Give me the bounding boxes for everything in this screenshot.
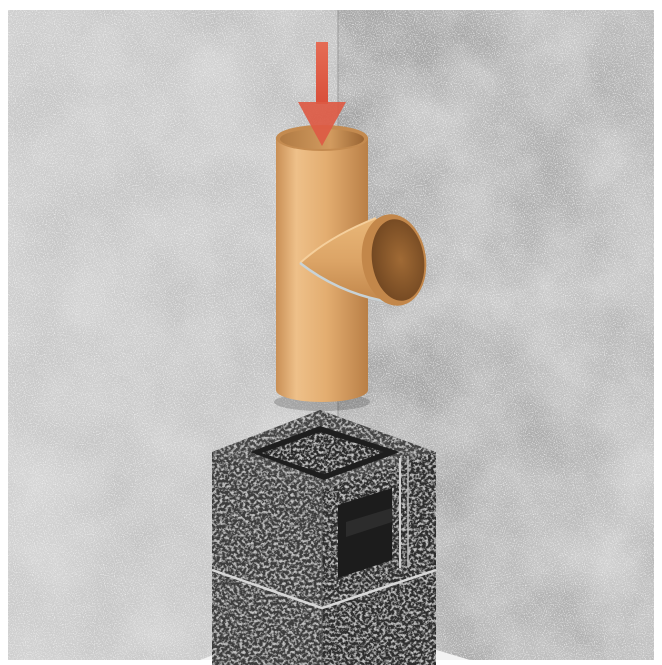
arrow-shaft [316, 42, 328, 104]
chimney-block [212, 410, 436, 665]
